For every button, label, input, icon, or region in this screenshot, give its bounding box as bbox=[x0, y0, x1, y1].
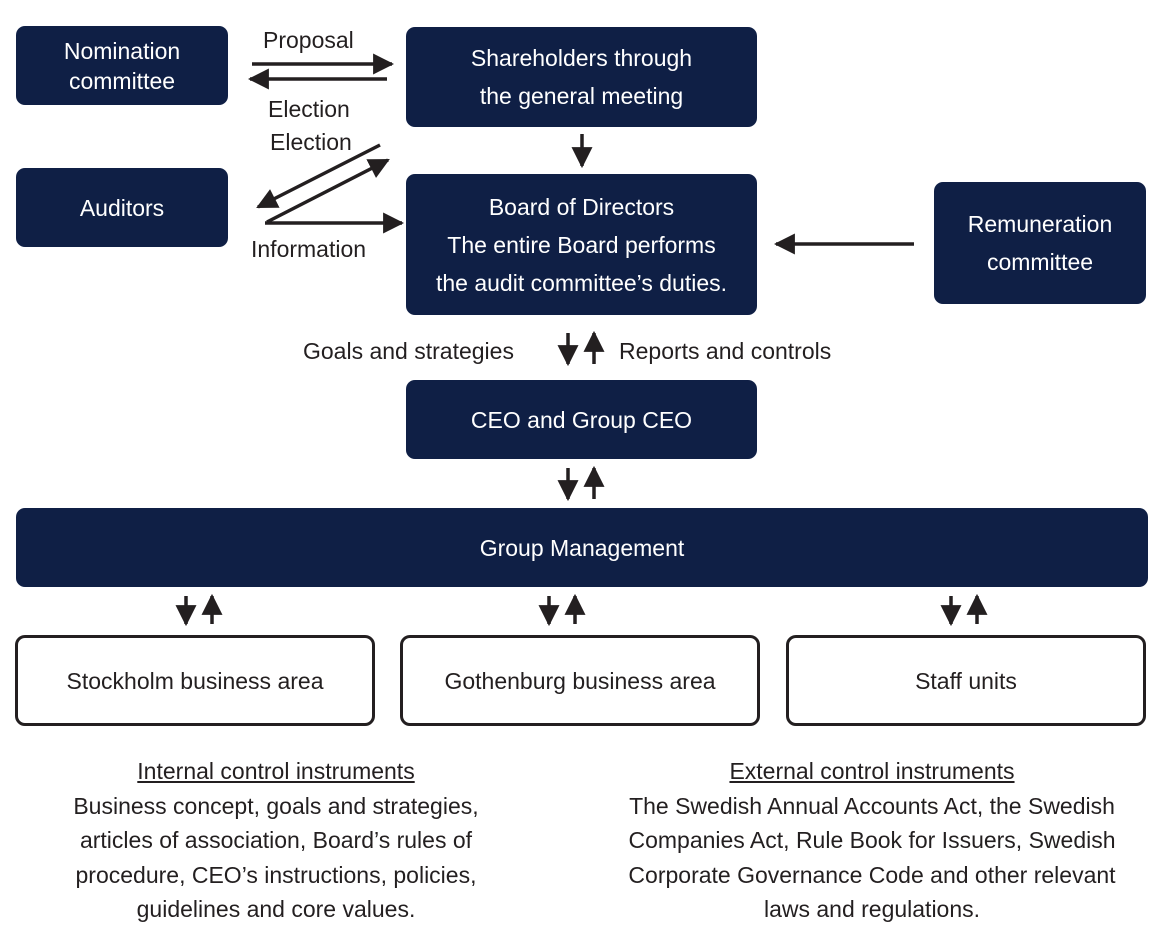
auditors-box: Auditors bbox=[16, 168, 228, 247]
gothenburg-business-area-box: Gothenburg business area bbox=[400, 635, 760, 726]
internal-control-section: Internal control instruments Business co… bbox=[16, 754, 536, 927]
remuneration-committee-box: Remuneration committee bbox=[934, 182, 1146, 304]
reports-and-controls-label: Reports and controls bbox=[619, 338, 832, 364]
external-control-body: The Swedish Annual Accounts Act, the Swe… bbox=[628, 792, 1116, 923]
election-auditors-arrow bbox=[256, 143, 381, 209]
goals-and-strategies-label: Goals and strategies bbox=[303, 338, 514, 364]
information-label: Information bbox=[251, 236, 367, 262]
stockholm-business-area-box: Stockholm business area bbox=[15, 635, 375, 726]
nomination-committee-box: Nomination committee bbox=[16, 26, 228, 105]
external-control-heading: External control instruments bbox=[729, 758, 1015, 784]
external-control-section: External control instruments The Swedish… bbox=[592, 754, 1152, 927]
internal-control-heading: Internal control instruments bbox=[137, 758, 415, 784]
information-arrow-upper bbox=[266, 158, 390, 224]
election-label-auditors: Election bbox=[270, 129, 352, 155]
staff-units-box: Staff units bbox=[786, 635, 1146, 726]
board-of-directors-box: Board of Directors The entire Board perf… bbox=[406, 174, 757, 315]
shareholders-box: Shareholders through the general meeting bbox=[406, 27, 757, 127]
proposal-label: Proposal bbox=[263, 27, 354, 53]
ceo-box: CEO and Group CEO bbox=[406, 380, 757, 459]
group-management-box: Group Management bbox=[16, 508, 1148, 587]
election-label-nomination: Election bbox=[268, 96, 350, 122]
internal-control-body: Business concept, goals and strategies, … bbox=[73, 792, 479, 923]
